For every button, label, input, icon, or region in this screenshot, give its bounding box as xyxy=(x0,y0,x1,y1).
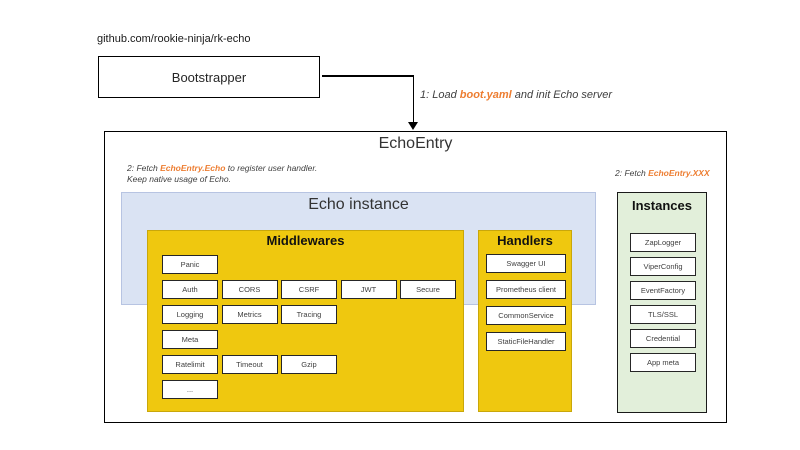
annotation-text: to register user handler. xyxy=(225,163,318,173)
component-box: ... xyxy=(162,380,218,399)
annotation-text: 1: Load xyxy=(420,89,460,101)
annotation-text: 2: Fetch xyxy=(127,163,161,173)
echoentry-title: EchoEntry xyxy=(378,135,453,152)
repo-url-label: github.com/rookie-ninja/rk-echo xyxy=(97,33,251,45)
instances-title: Instances xyxy=(632,198,692,213)
component-row: Meta xyxy=(162,330,456,349)
component-box: ViperConfig xyxy=(630,257,696,276)
component-box: StaticFileHandler xyxy=(486,332,566,351)
bootstrapper-box: Bootstrapper xyxy=(98,56,320,98)
component-box: JWT xyxy=(340,280,397,299)
component-box: Metrics xyxy=(221,305,278,324)
bootstrapper-label: Bootstrapper xyxy=(171,69,247,85)
component-box: Swagger UI xyxy=(486,254,566,273)
annotation-text: 2: Fetch xyxy=(615,168,649,178)
handlers-title: Handlers xyxy=(497,233,553,248)
component-box: Secure xyxy=(400,280,456,299)
arrow-down-icon xyxy=(408,122,418,130)
component-box: Credential xyxy=(630,329,696,348)
component-box: App meta xyxy=(630,353,696,372)
connector-vertical-line xyxy=(412,75,414,123)
code-ref-text: EchoEntry.XXX xyxy=(648,168,710,178)
component-box: ZapLogger xyxy=(630,233,696,252)
component-box: TLS/SSL xyxy=(630,305,696,324)
component-box: Panic xyxy=(162,255,218,274)
annotation-text: and init Echo server xyxy=(511,89,612,101)
component-box: EventFactory xyxy=(630,281,696,300)
component-box: Ratelimit xyxy=(162,355,218,374)
step2-left-line2: Keep native usage of Echo. xyxy=(127,174,231,184)
echo-instance-title: Echo instance xyxy=(308,196,409,213)
component-box: CSRF xyxy=(281,280,337,299)
step2-left-annotation: 2: Fetch EchoEntry.Echo to register user… xyxy=(127,163,317,185)
component-box: CORS xyxy=(221,280,278,299)
component-box: Tracing xyxy=(281,305,337,324)
component-box: Prometheus client xyxy=(486,280,566,299)
component-box: Logging xyxy=(162,305,218,324)
step2-left-line1: 2: Fetch EchoEntry.Echo to register user… xyxy=(127,163,317,174)
code-ref-text: EchoEntry.Echo xyxy=(160,163,226,173)
component-box: CommonService xyxy=(486,306,566,325)
step2-right-annotation: 2: Fetch EchoEntry.XXX xyxy=(615,168,710,179)
connector-horizontal-line xyxy=(322,75,414,77)
component-box: Auth xyxy=(162,280,218,299)
component-box: Timeout xyxy=(221,355,278,374)
code-ref-text: boot.yaml xyxy=(459,89,512,101)
component-box: Meta xyxy=(162,330,218,349)
component-box: Gzip xyxy=(281,355,337,374)
component-row: ... xyxy=(162,380,456,399)
component-row: Panic xyxy=(162,255,456,274)
step1-annotation: 1: Load boot.yaml and init Echo server xyxy=(420,89,612,101)
middlewares-title: Middlewares xyxy=(266,233,345,248)
